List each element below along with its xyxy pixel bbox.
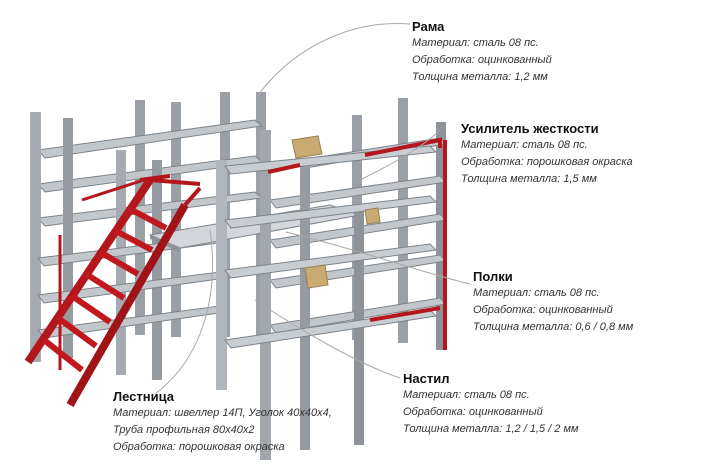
callout-deck-thickness: Толщина металла: 1,2 / 1,5 / 2 мм — [403, 423, 579, 435]
callout-ladder: Лестница Материал: швеллер 14П, Уголок 4… — [113, 388, 332, 456]
callout-stiffener: Усилитель жесткости Материал: сталь 08 п… — [461, 120, 633, 188]
callout-shelves-thickness: Толщина металла: 0,6 / 0,8 мм — [473, 321, 634, 333]
callout-ladder-pipe: Труба профильная 80х40х2 — [113, 424, 255, 436]
ladder — [24, 176, 202, 407]
callout-shelves-finish: Обработка: оцинкованный — [473, 304, 613, 316]
leader-lines — [154, 23, 471, 395]
callout-deck-material: Материал: сталь 08 пс. — [403, 389, 530, 401]
callout-frame-thickness: Толщина металла: 1,2 мм — [412, 71, 548, 83]
callout-shelves-material: Материал: сталь 08 пс. — [473, 287, 600, 299]
callout-stiffener-finish: Обработка: порошковая окраска — [461, 156, 633, 168]
callout-frame-material: Материал: сталь 08 пс. — [412, 37, 539, 49]
callout-deck-title: Настил — [403, 371, 450, 386]
callout-ladder-finish: Обработка: порошковая окраска — [113, 441, 285, 453]
callout-ladder-material: Материал: швеллер 14П, Уголок 40х40х4, — [113, 407, 332, 419]
callout-shelves: Полки Материал: сталь 08 пс. Обработка: … — [473, 268, 633, 336]
boxes — [291, 135, 381, 289]
callout-frame-finish: Обработка: оцинкованный — [412, 54, 552, 66]
callout-deck-finish: Обработка: оцинкованный — [403, 406, 543, 418]
callout-frame-title: Рама — [412, 19, 445, 34]
callout-stiffener-material: Материал: сталь 08 пс. — [461, 139, 588, 151]
callout-deck: Настил Материал: сталь 08 пс. Обработка:… — [403, 370, 579, 438]
callout-frame: Рама Материал: сталь 08 пс. Обработка: о… — [412, 18, 552, 86]
callout-stiffener-title: Усилитель жесткости — [461, 121, 599, 136]
callout-ladder-title: Лестница — [113, 389, 175, 404]
callout-stiffener-thickness: Толщина металла: 1,5 мм — [461, 173, 597, 185]
callout-shelves-title: Полки — [473, 269, 513, 284]
